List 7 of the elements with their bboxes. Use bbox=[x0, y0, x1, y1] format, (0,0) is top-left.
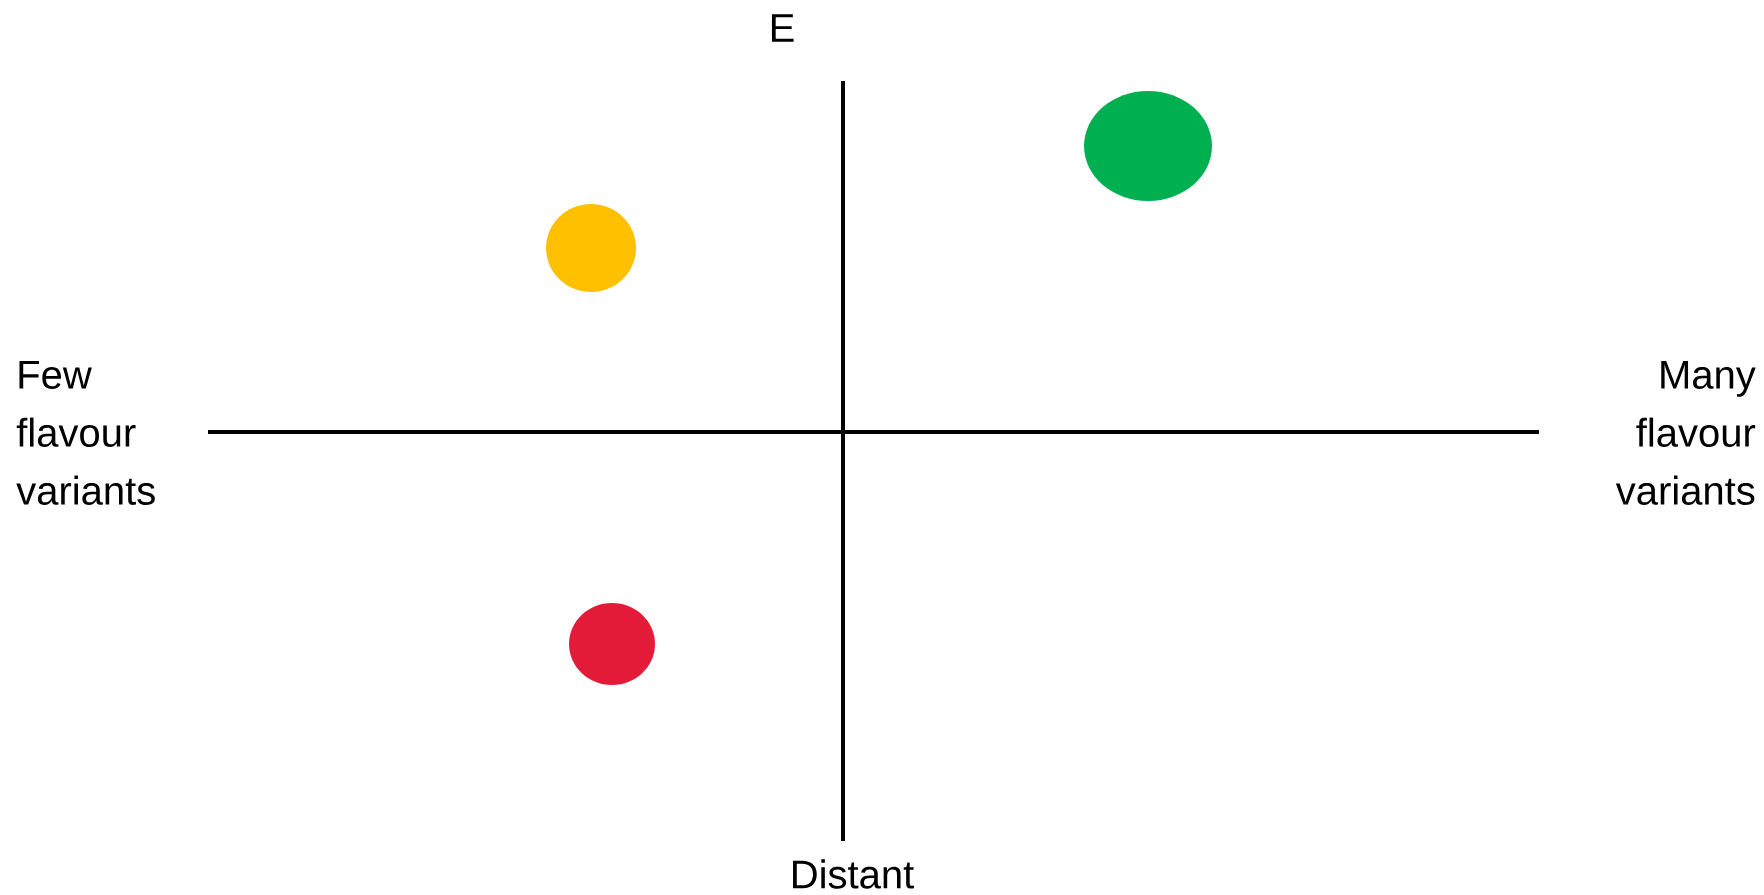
axis-label: Few flavour variants bbox=[16, 361, 155, 505]
marker-dot bbox=[569, 603, 655, 685]
marker-dot bbox=[1084, 91, 1212, 201]
axis-label: Distant bbox=[793, 859, 914, 889]
axis-label: Many flavour variants bbox=[1615, 361, 1756, 505]
axis-label: E bbox=[771, 14, 794, 42]
marker-dot bbox=[546, 204, 636, 292]
